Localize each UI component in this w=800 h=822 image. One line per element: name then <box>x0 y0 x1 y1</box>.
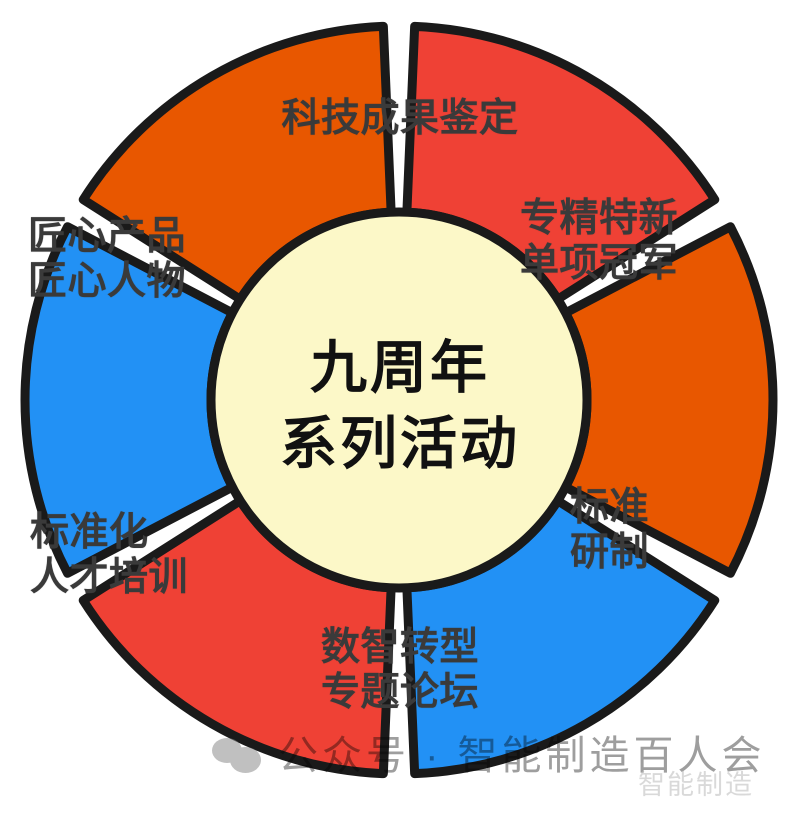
center-hub-circle <box>206 207 592 593</box>
